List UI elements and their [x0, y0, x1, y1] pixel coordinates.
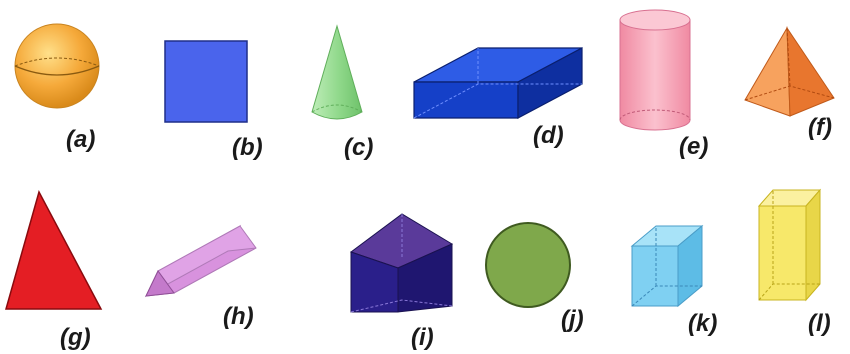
cone-icon: [311, 24, 363, 120]
label-h: (h): [223, 303, 254, 330]
label-l: (l): [808, 310, 831, 337]
square-icon: [164, 40, 248, 123]
cuboid-icon: [413, 47, 583, 119]
label-f: (f): [808, 114, 832, 141]
label-k: (k): [688, 310, 718, 337]
dark-triangular-prism-icon: [349, 213, 454, 313]
label-d: (d): [533, 122, 564, 149]
label-c: (c): [344, 134, 374, 161]
label-g: (g): [60, 324, 91, 351]
triangular-prism-icon: [144, 224, 257, 298]
cube-icon: [630, 224, 704, 308]
cylinder-icon: [619, 9, 691, 131]
label-b: (b): [232, 134, 263, 161]
square-pyramid-icon: [744, 26, 835, 117]
circle-icon: [485, 222, 571, 308]
label-e: (e): [679, 133, 709, 160]
rectangular-prism-icon: [757, 188, 822, 302]
label-j: (j): [561, 306, 584, 333]
label-i: (i): [411, 324, 434, 351]
triangle-icon: [5, 189, 103, 310]
sphere-icon: [14, 23, 100, 109]
label-a: (a): [66, 126, 96, 153]
